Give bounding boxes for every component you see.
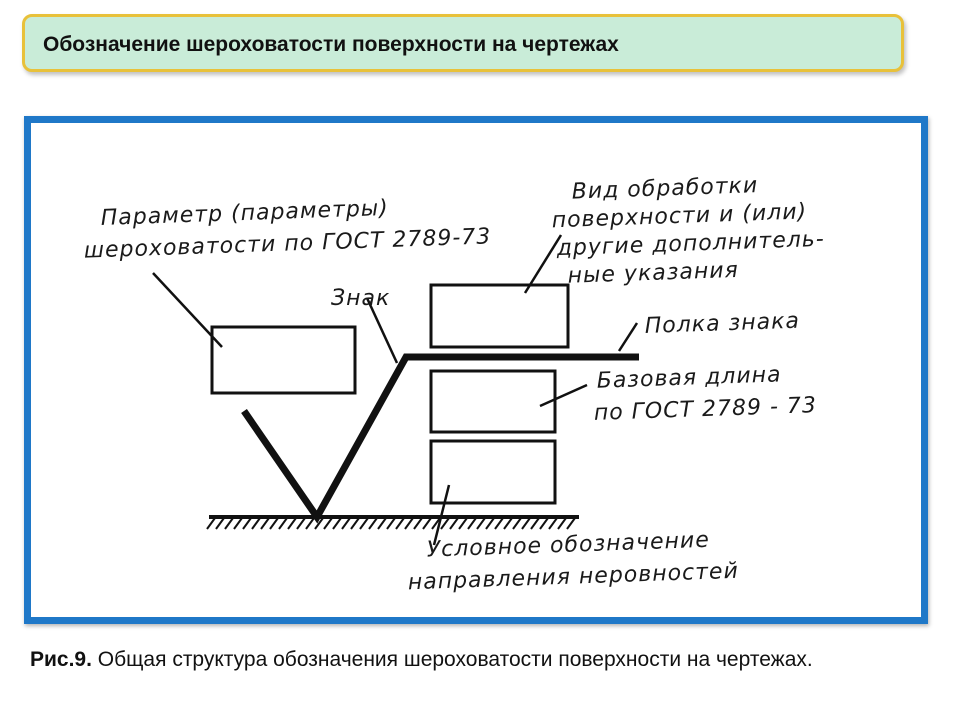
hatch-stroke — [215, 517, 225, 530]
hatch-stroke — [314, 517, 324, 530]
hatch-stroke — [269, 517, 279, 530]
roughness-sign — [241, 353, 639, 524]
hatch-stroke — [242, 517, 252, 530]
hatch-stroke — [548, 517, 558, 530]
hatch-stroke — [359, 517, 369, 530]
base-length-label: Базовая длина по ГОСТ 2789 - 73 — [592, 361, 817, 426]
hatch-stroke — [233, 517, 243, 530]
hatch-stroke — [287, 517, 297, 530]
parameter-label: Параметр (параметры) шероховатости по ГО… — [82, 192, 491, 263]
caption-text: Общая структура обозначения шероховатост… — [91, 648, 813, 671]
hatch-stroke — [467, 517, 477, 530]
processing-label-line3: другие дополнитель- — [555, 227, 825, 261]
title-banner: Обозначение шероховатости поверхности на… — [22, 14, 904, 72]
hatch-stroke — [224, 517, 234, 530]
hatch-stroke — [413, 517, 423, 530]
page-title: Обозначение шероховатости поверхности на… — [43, 33, 619, 56]
hatch-stroke — [305, 517, 315, 530]
hatch-stroke — [377, 517, 387, 530]
hatch-stroke — [332, 517, 342, 530]
processing-label-line1: Вид обработки — [571, 173, 758, 204]
caption-prefix: Рис.9. — [30, 648, 92, 671]
hatch-stroke — [260, 517, 270, 530]
roughness-diagram: Параметр (параметры) шероховатости по ГО… — [82, 171, 834, 596]
hatch-stroke — [521, 517, 531, 530]
hatch-stroke — [296, 517, 306, 530]
polka-label: Полка знака — [644, 309, 800, 339]
hatch-stroke — [386, 517, 396, 530]
hatch-stroke — [494, 517, 504, 530]
parameter-box — [210, 325, 357, 395]
hatch-stroke — [323, 517, 333, 530]
hatch-stroke — [341, 517, 351, 530]
hatch-stroke — [395, 517, 405, 530]
direction-label-line1: Условное обозначение — [426, 528, 710, 563]
hatch-stroke — [440, 517, 450, 530]
hatch-stroke — [206, 517, 216, 530]
leader-lines — [152, 234, 639, 546]
hatch-stroke — [485, 517, 495, 530]
hatch-stroke — [350, 517, 360, 530]
parameter-label-line2: шероховатости по ГОСТ 2789-73 — [83, 224, 491, 263]
processing-label: Вид обработки поверхности и (или) другие… — [550, 171, 834, 290]
hatch-stroke — [368, 517, 378, 530]
hatch-stroke — [251, 517, 261, 530]
direction-box — [429, 439, 557, 505]
figure-frame: Параметр (параметры) шероховатости по ГО… — [24, 116, 928, 624]
hatch-stroke — [422, 517, 432, 530]
hatch-stroke — [404, 517, 414, 530]
direction-label: Условное обозначение направления неровно… — [406, 527, 739, 596]
hatch-stroke — [530, 517, 540, 530]
processing-label-line4: ные указания — [567, 258, 739, 289]
processing-box — [429, 283, 570, 349]
hatch-stroke — [278, 517, 288, 530]
hatch-stroke — [539, 517, 549, 530]
hatch-stroke — [566, 517, 576, 530]
base-length-label-line2: по ГОСТ 2789 - 73 — [593, 393, 817, 426]
parameter-label-line1: Параметр (параметры) — [100, 196, 389, 231]
hatch-stroke — [503, 517, 513, 530]
hatch-stroke — [476, 517, 486, 530]
figure-caption: Рис.9. Общая структура обозначения шерох… — [30, 646, 930, 673]
hatch-stroke — [557, 517, 567, 530]
hatch-stroke — [512, 517, 522, 530]
direction-label-line2: направления неровностей — [407, 559, 739, 596]
znak-label: Знак — [331, 286, 390, 311]
hatch-stroke — [431, 517, 441, 530]
hatch-stroke — [449, 517, 459, 530]
base-length-label-line1: Базовая длина — [596, 362, 782, 393]
hatch-stroke — [458, 517, 468, 530]
surface-line — [206, 515, 579, 530]
base-length-box — [429, 369, 557, 434]
